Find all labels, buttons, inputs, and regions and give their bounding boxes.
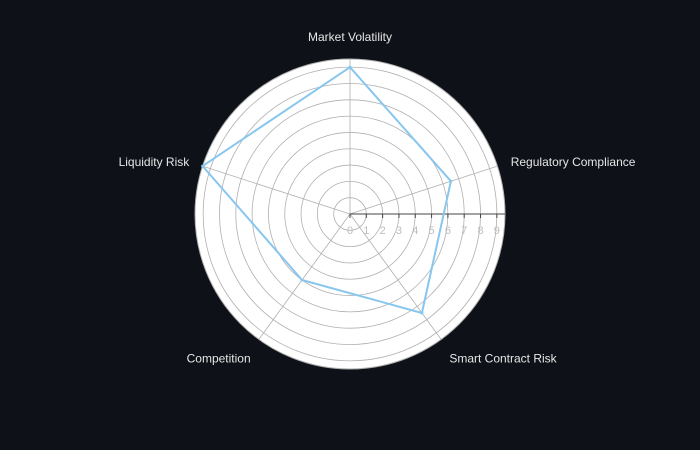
category-label: Market Volatility [308, 30, 392, 44]
category-label: Smart Contract Risk [449, 352, 557, 366]
data-point [449, 179, 453, 183]
data-point [420, 311, 424, 315]
category-label: Liquidity Risk [119, 155, 191, 169]
data-point [201, 164, 205, 168]
radial-tick-label: 4 [412, 225, 418, 237]
data-point [300, 278, 304, 282]
angular-gridline [349, 165, 498, 215]
radial-tick-label: 6 [445, 225, 451, 237]
radial-tick-label: 8 [477, 225, 483, 237]
radial-tick-label: 0 [347, 225, 353, 237]
radial-tick-label: 3 [396, 225, 402, 237]
category-label: Competition [187, 352, 251, 366]
angular-gridline [349, 213, 442, 340]
radial-tick-label: 2 [380, 225, 386, 237]
angular-gridline [258, 213, 351, 340]
radial-tick-label: 7 [461, 225, 467, 237]
radial-tick-label: 1 [363, 225, 369, 237]
radial-tick-label: 5 [429, 225, 435, 237]
angular-gridline [202, 165, 351, 215]
category-label: Regulatory Compliance [511, 155, 636, 169]
radial-tick-label: 9 [494, 225, 500, 237]
series-line [201, 66, 452, 314]
data-point [348, 65, 352, 69]
